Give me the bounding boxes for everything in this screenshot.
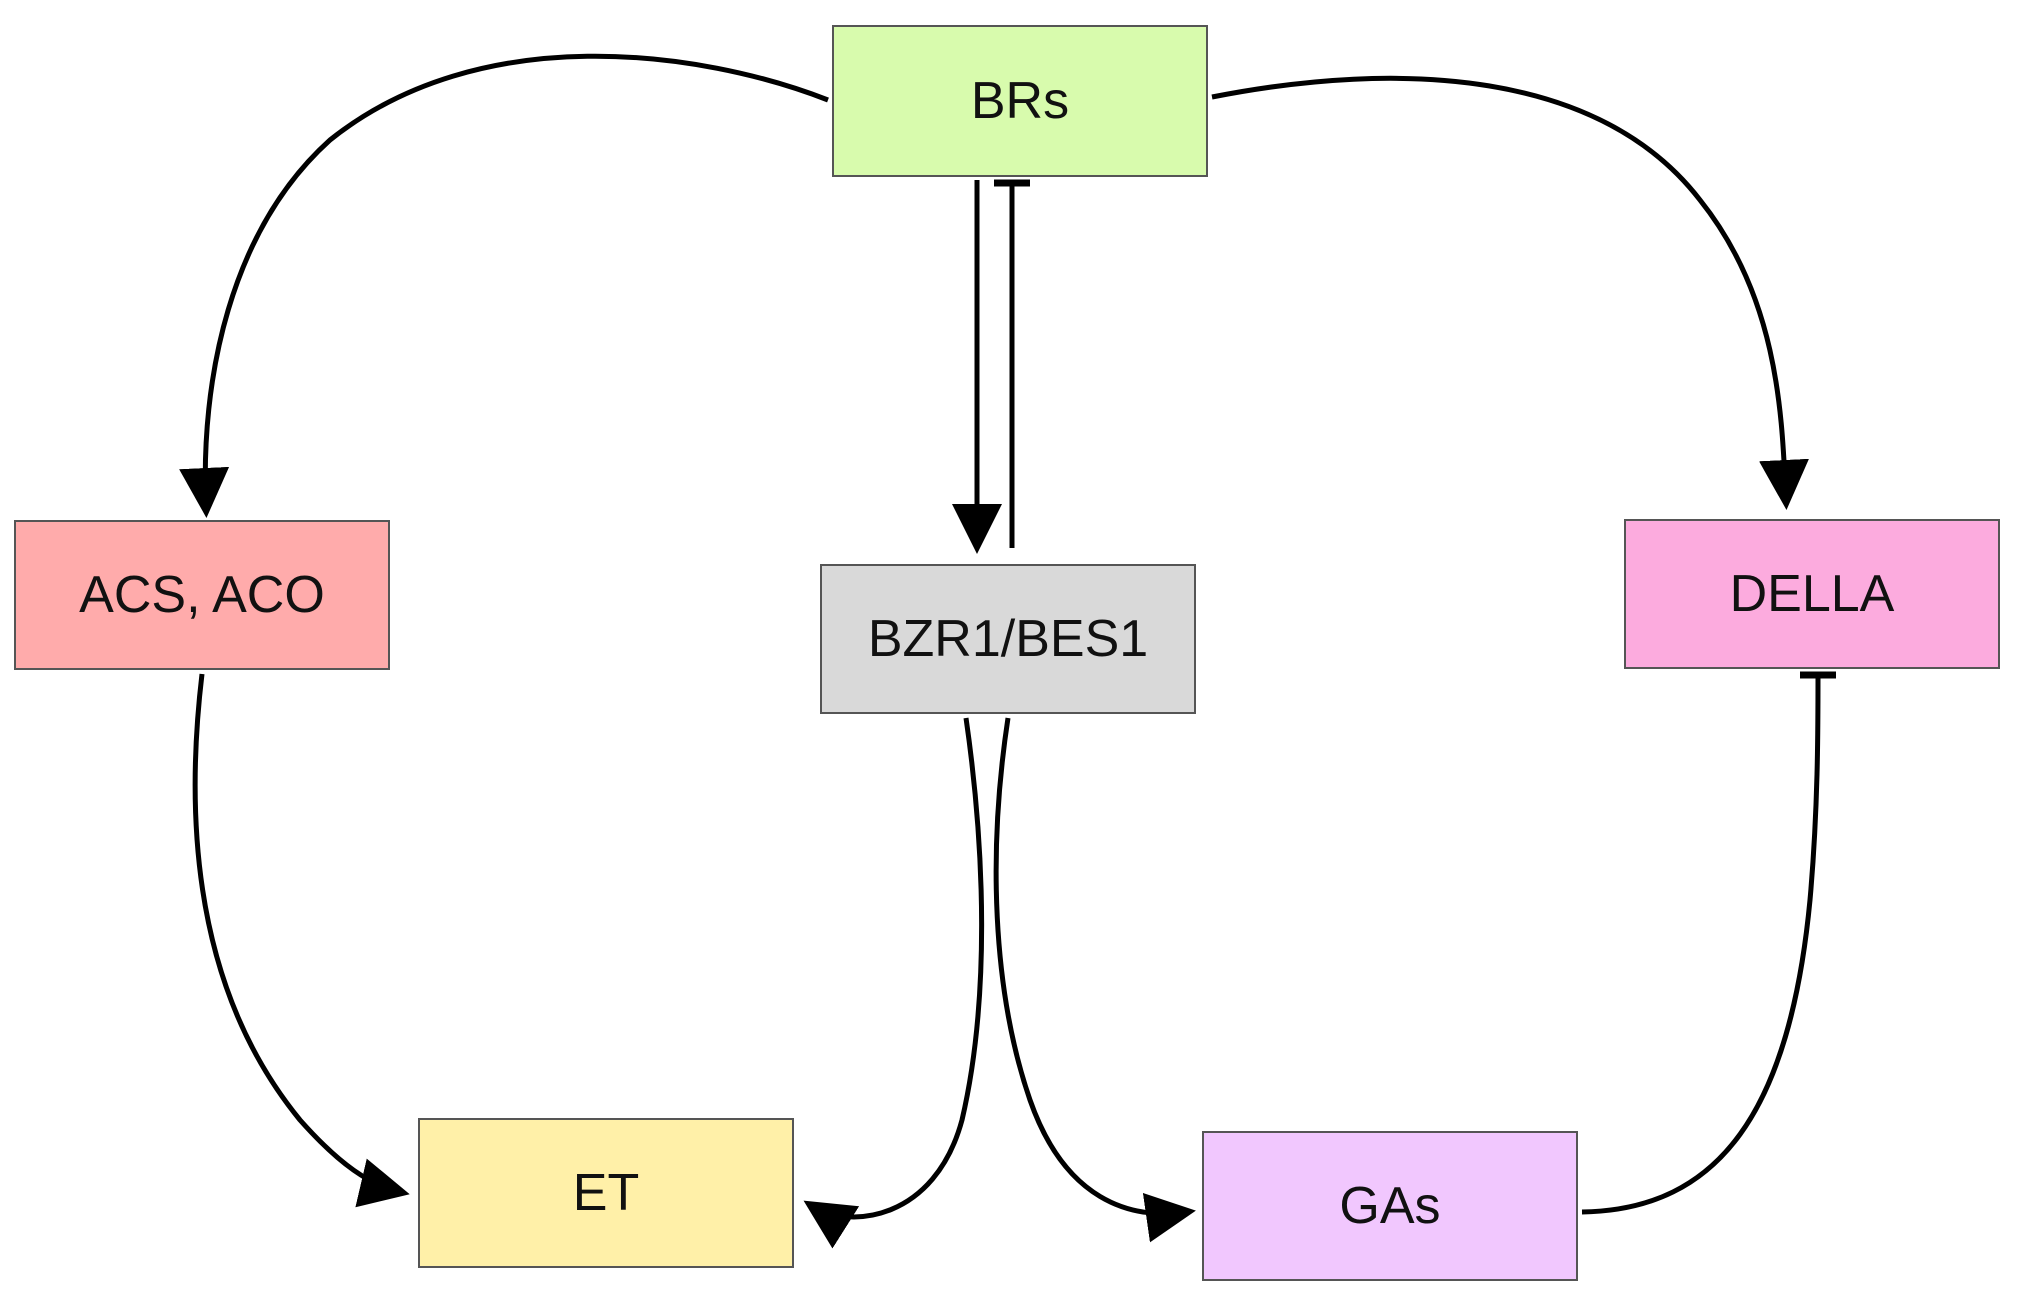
edge-gas-inhibits-della xyxy=(1581,675,1821,1215)
edge-brs-to-acs xyxy=(179,53,829,518)
node-et: ET xyxy=(418,1118,794,1268)
node-bzr1-bes1: BZR1/BES1 xyxy=(820,564,1196,714)
edge-bzr-to-et xyxy=(803,717,985,1249)
node-gas: GAs xyxy=(1202,1131,1578,1281)
edge-bzr-to-gas xyxy=(993,717,1196,1243)
node-brs: BRs xyxy=(832,25,1208,177)
node-acs-aco: ACS, ACO xyxy=(14,520,390,670)
node-della: DELLA xyxy=(1624,519,2000,669)
edge-acs-to-et xyxy=(192,673,410,1208)
edge-brs-to-della xyxy=(1211,75,1809,510)
